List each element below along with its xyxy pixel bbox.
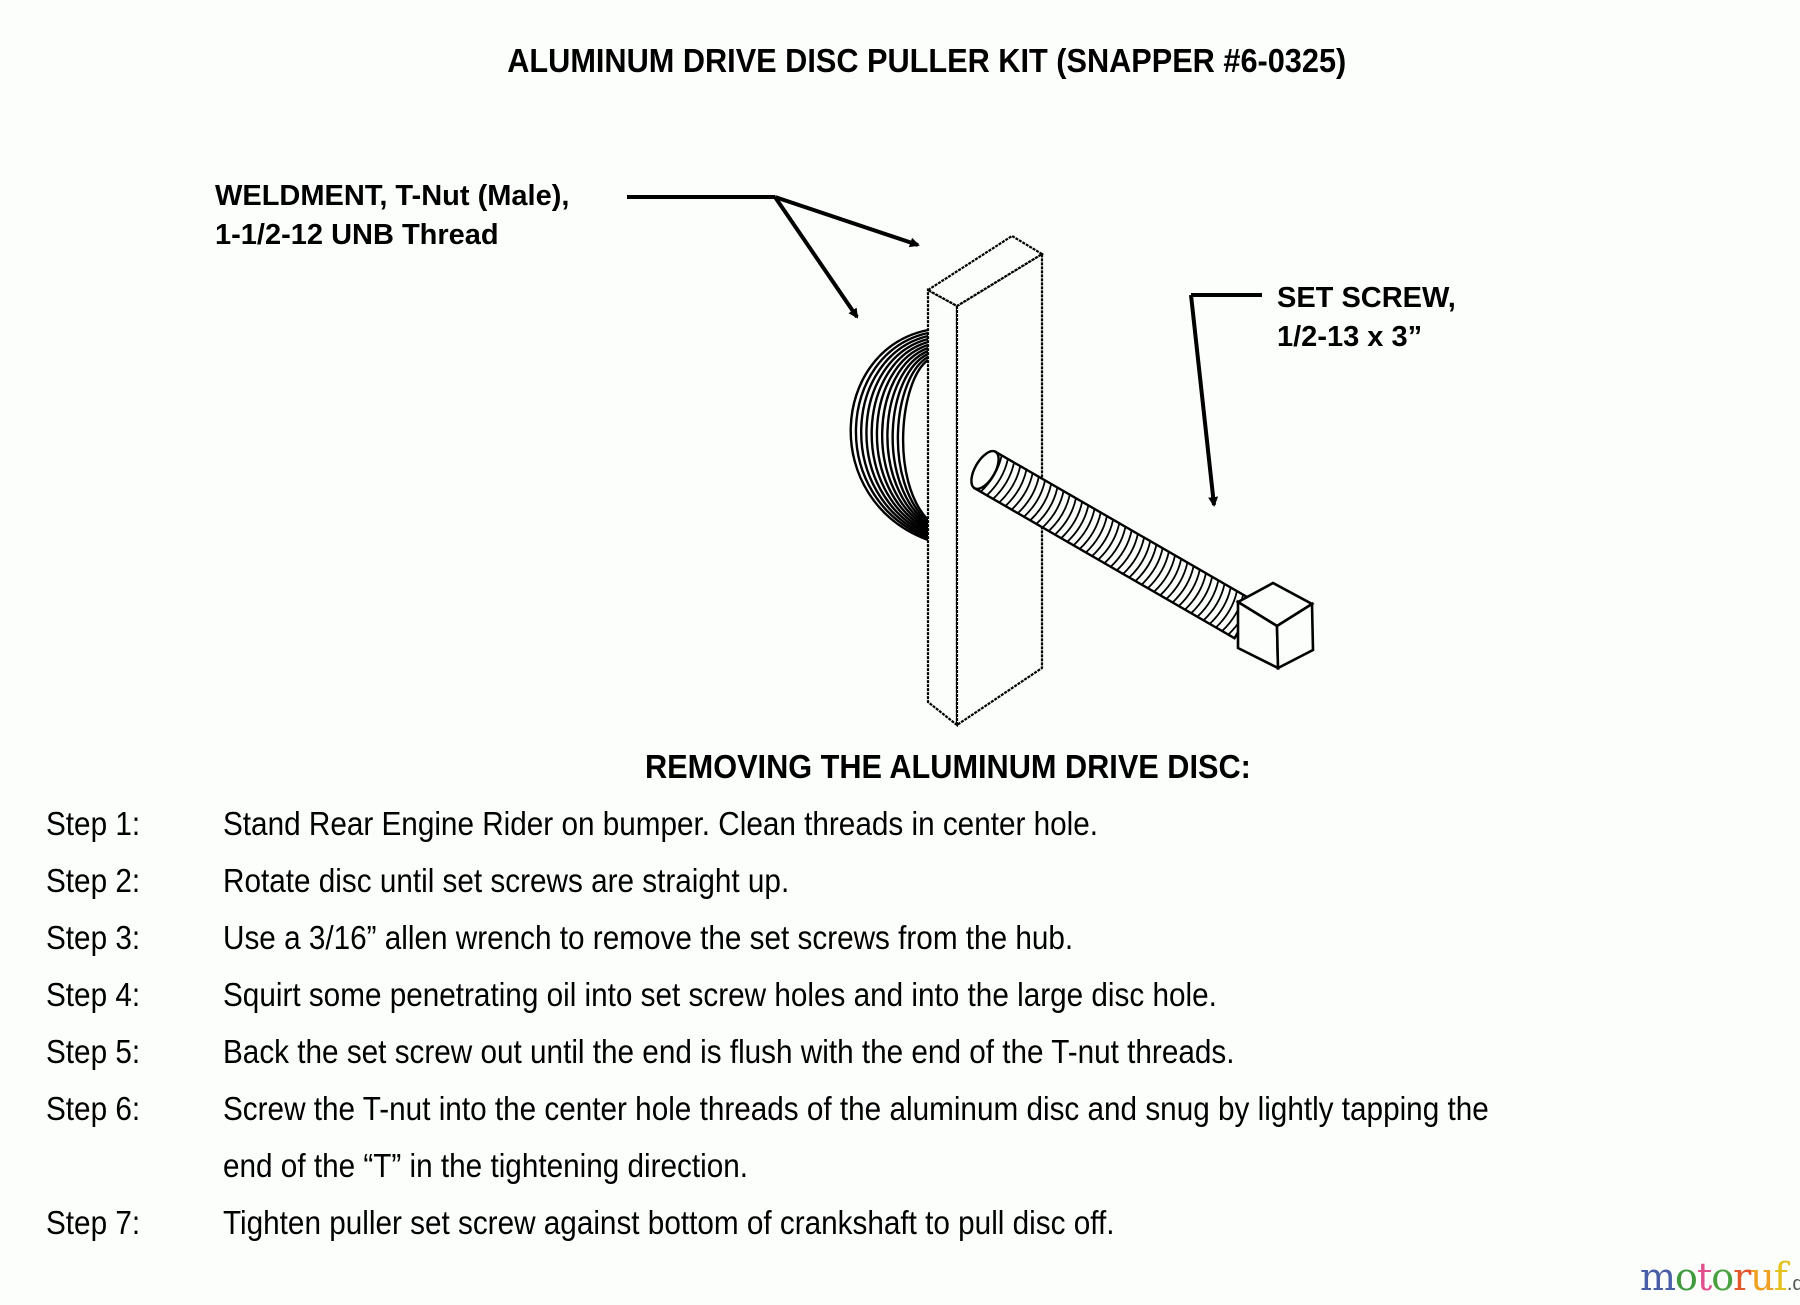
logo-letter: f [1773, 1255, 1788, 1299]
weldment-callout-line1: WELDMENT, T-Nut (Male), [215, 180, 570, 212]
logo-letter: m [1640, 1255, 1676, 1299]
step-text: Stand Rear Engine Rider on bumper. Clean… [223, 805, 1099, 842]
set-screw-callout-line2: 1/2-13 x 3” [1277, 321, 1423, 353]
puller-kit-illustration [627, 195, 1315, 728]
step-label: Step 6: [46, 1090, 141, 1127]
step-label: Step 7: [46, 1204, 141, 1241]
document-title: ALUMINUM DRIVE DISC PULLER KIT (SNAPPER … [507, 42, 1347, 79]
threaded-disc-drawing [849, 328, 929, 542]
weldment-callout-line2: 1-1/2-12 UNB Thread [215, 219, 499, 251]
logo-letter: u [1750, 1255, 1775, 1299]
step-label: Step 1: [46, 805, 141, 842]
step-label: Step 3: [46, 919, 141, 956]
step-label: Step 4: [46, 976, 141, 1013]
step-text: Tighten puller set screw against bottom … [223, 1204, 1115, 1241]
set-screw-callout-label: SET SCREW, 1/2-13 x 3” [1277, 279, 1456, 357]
logo-tld: .de [1786, 1273, 1800, 1295]
step-label: Step 2: [46, 862, 141, 899]
weldment-callout-label: WELDMENT, T-Nut (Male), 1-1/2-12 UNB Thr… [215, 177, 569, 255]
set-screw-drawing [970, 449, 1258, 640]
section-heading: REMOVING THE ALUMINUM DRIVE DISC: [645, 748, 1251, 785]
logo-letter: o [1711, 1255, 1734, 1299]
weldment-leader-lines [627, 195, 920, 319]
logo-letter: r [1733, 1255, 1751, 1299]
step-text: Use a 3/16” allen wrench to remove the s… [223, 919, 1074, 956]
logo-wordmark: motoruf [1640, 1255, 1788, 1299]
step-text: Back the set screw out until the end is … [223, 1033, 1235, 1070]
set-screw-callout-line1: SET SCREW, [1277, 282, 1456, 314]
step-text: Screw the T-nut into the center hole thr… [223, 1090, 1489, 1127]
logo-letter: o [1675, 1255, 1698, 1299]
set-screw-head-drawing [1235, 581, 1315, 671]
motoruf-watermark-logo: motoruf.de [1640, 1255, 1800, 1299]
step-text: Rotate disc until set screws are straigh… [223, 862, 790, 899]
step-label: Step 5: [46, 1033, 141, 1070]
step-text: Squirt some penetrating oil into set scr… [223, 976, 1217, 1013]
set-screw-leader-lines [1189, 293, 1262, 507]
step-text-continuation: end of the “T” in the tightening directi… [223, 1147, 749, 1184]
logo-letter: t [1696, 1255, 1712, 1299]
